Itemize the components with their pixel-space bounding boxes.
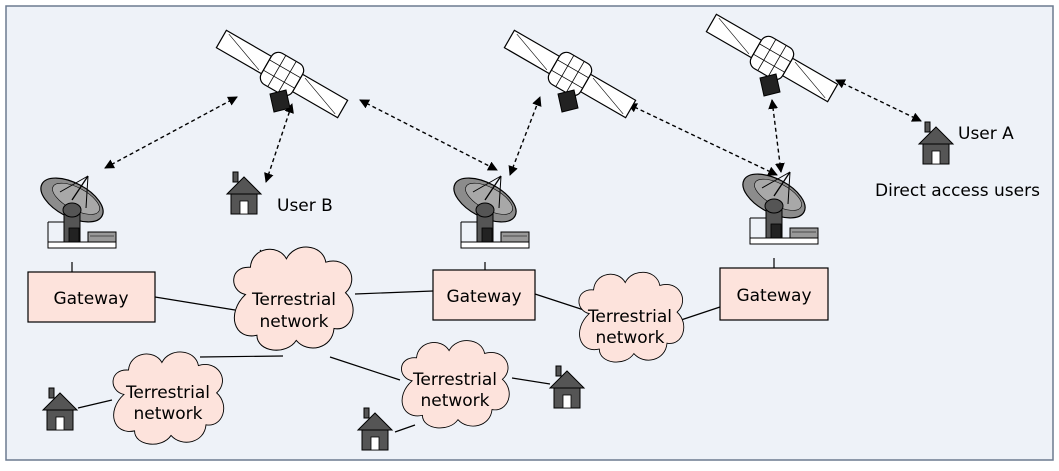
terrestrial-network-cloud: Terrestrial network [112, 351, 225, 445]
cloud-label-line1: Terrestrial [251, 290, 336, 310]
cloud-label-line2: network [420, 391, 489, 411]
gateway-label: Gateway [736, 286, 811, 306]
cloud-label-line1: Terrestrial [412, 370, 497, 390]
terrestrial-network-cloud: Terrestrial network [233, 246, 354, 351]
gateway-box: Gateway [432, 269, 536, 321]
gateway-box: Gateway [719, 267, 829, 321]
gateway-label: Gateway [446, 287, 521, 307]
wireless-links [104, 79, 922, 183]
direct-access-users-label: Direct access users [875, 181, 1040, 201]
user-b-label: User B [277, 196, 333, 216]
terrestrial-network-cloud: Terrestrial network [578, 271, 685, 363]
gateway-box: Gateway [27, 271, 156, 323]
gateway-label: Gateway [53, 289, 128, 309]
cloud-label-line1: Terrestrial [125, 383, 210, 403]
cloud-label-line2: network [259, 312, 328, 332]
cloud-label-line1: Terrestrial [587, 307, 672, 327]
network-links [71, 249, 775, 433]
user-a-label: User A [958, 124, 1014, 144]
cloud-label-line2: network [595, 328, 664, 348]
terrestrial-network-cloud: Terrestrial network [401, 340, 510, 429]
cloud-label-line2: network [133, 404, 202, 424]
